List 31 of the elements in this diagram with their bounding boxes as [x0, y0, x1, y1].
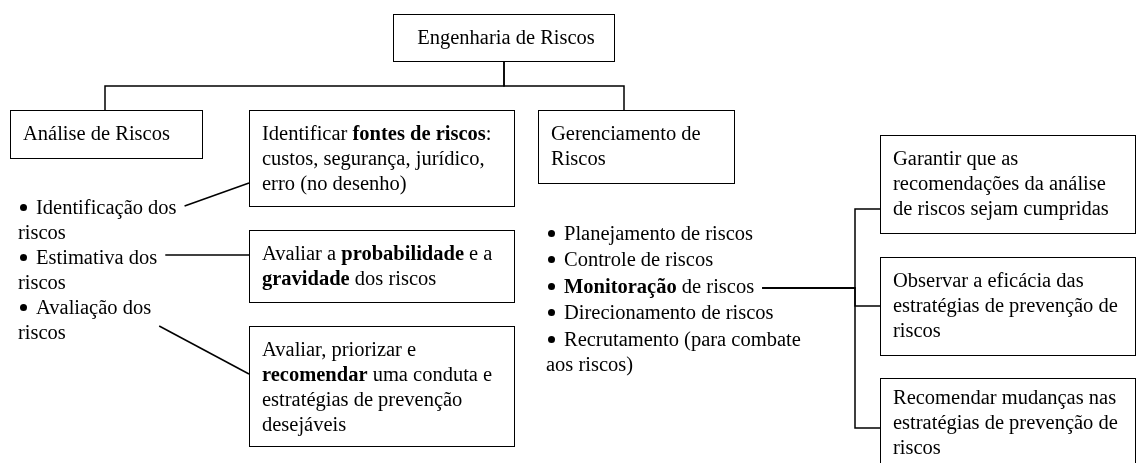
leader-line: [158, 325, 250, 375]
process-box: [880, 257, 1136, 356]
process-box: [10, 110, 203, 159]
process-box: [249, 326, 515, 447]
box-text: Garantir que as recomendações da análise de riscos sejam cumpridas: [893, 146, 1110, 221]
box-text: Engenharia de Riscos: [416, 25, 596, 50]
bullet-item: Direcionamento de riscos: [546, 300, 826, 325]
box-text: Avaliar, priorizar e recomendar uma conduta e estratégias de prevenção desejáveis: [262, 337, 494, 437]
bullet-item: Avaliação dos riscos: [18, 295, 153, 345]
process-box: [393, 14, 615, 62]
leader-line: [164, 254, 250, 256]
box-text: Avaliar a probabilidade e a gravidade dos riscos: [262, 241, 494, 291]
process-box: [880, 135, 1136, 234]
bullet-item: Recrutamento (para combate aos riscos): [546, 327, 802, 377]
box-text: Análise de Riscos: [23, 121, 171, 146]
process-box: [538, 110, 735, 184]
leader-line: [761, 287, 881, 429]
bullet-item: Monitoração de riscos: [546, 274, 806, 299]
bullet-item: Planejamento de riscos: [546, 221, 826, 246]
process-box: [249, 110, 515, 207]
leader-line: [183, 182, 250, 207]
connector-line: [503, 61, 625, 111]
bullet-item: Controle de riscos: [546, 247, 826, 272]
box-text: Observar a eficácia das estratégias de prevenção de riscos: [893, 268, 1119, 343]
box-text: Recomendar mudanças nas estratégias de prevenção de riscos: [893, 385, 1119, 460]
process-box: [880, 378, 1136, 463]
process-box: [249, 230, 515, 303]
bullet-item: Estimativa dos riscos: [18, 245, 159, 295]
box-text: Gerenciamento de Riscos: [551, 121, 702, 171]
box-text: Identificar fontes de riscos: custos, segurança, jurídico, erro (no desenho): [262, 121, 493, 196]
bullet-item: Identificação dos riscos: [18, 195, 178, 245]
